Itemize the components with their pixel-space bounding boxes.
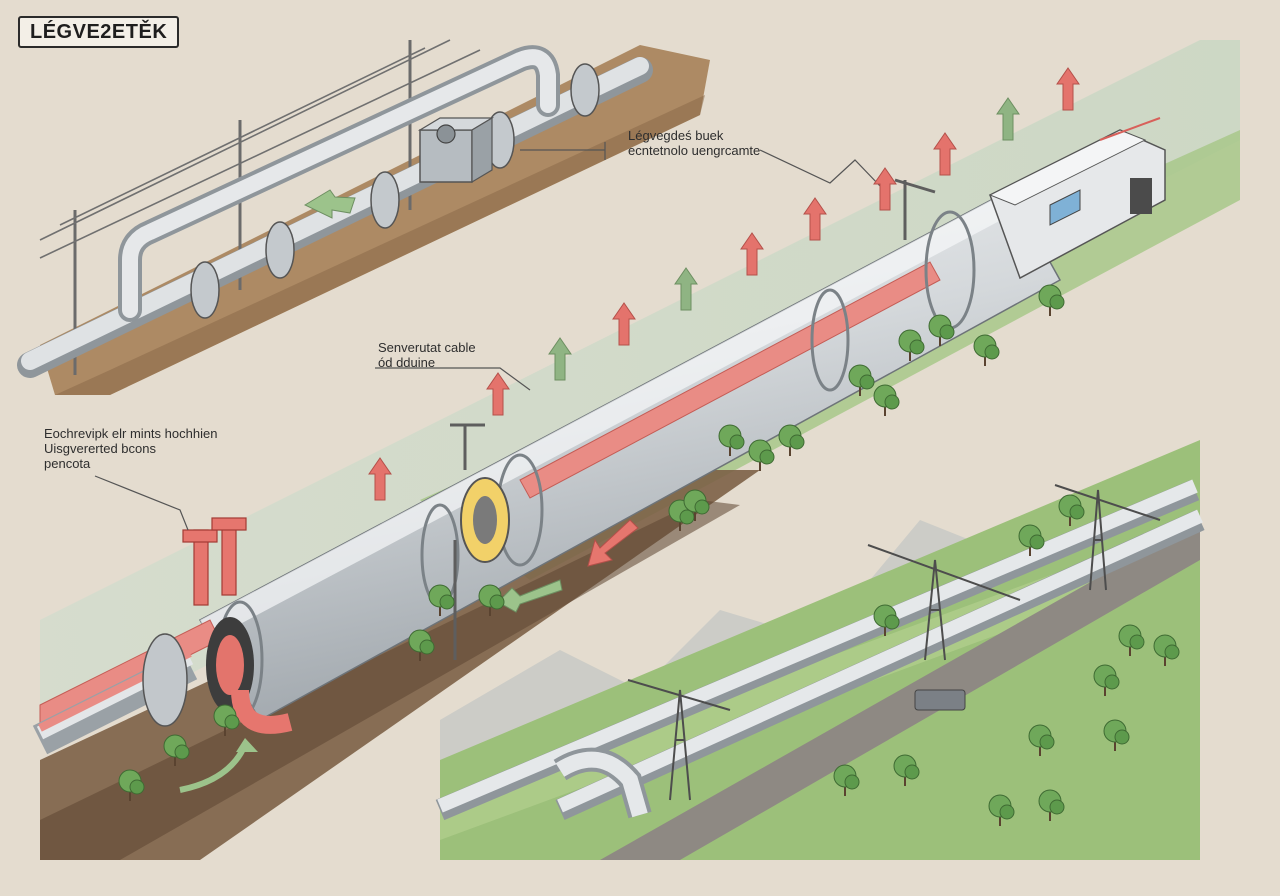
tree-icon [1093, 664, 1120, 696]
tree-icon [1153, 634, 1180, 666]
tree-icon [408, 629, 435, 661]
central-section [32, 40, 1240, 860]
tree-icon [1058, 494, 1085, 526]
thermal-up-arrow-icon [1056, 67, 1080, 111]
tree-icon [428, 584, 455, 616]
tree-icon [748, 439, 775, 471]
heated-core [519, 261, 941, 499]
tree-icon [1103, 719, 1130, 751]
lower-right-section [435, 440, 1205, 860]
tree-icon [1118, 624, 1145, 656]
callout-middle-line-2: ód dduine [378, 355, 436, 370]
tree-icon [988, 794, 1015, 826]
callout-line-top [520, 142, 606, 160]
airflow-arrow-icon [303, 189, 356, 219]
tree-icon [163, 734, 190, 766]
tree-icon [1038, 789, 1065, 821]
thermal-up-arrow-icon [933, 132, 957, 176]
callout-top-right: Légvegdeś buek ecntetnolo uengrcamte [628, 128, 760, 158]
airflow-arrow-icon [996, 97, 1020, 141]
tree-icon [778, 424, 805, 456]
callout-top-right-line-1: Légvegdeś buek [628, 128, 724, 143]
service-vehicle [914, 689, 966, 711]
tree-icon [718, 424, 745, 456]
trees [118, 284, 1180, 826]
tree-icon [848, 364, 875, 396]
callout-line-top-right [759, 149, 881, 187]
airflow-arrow-icon [548, 337, 572, 381]
upper-left-section [17, 39, 710, 395]
vent-stacks [182, 517, 247, 606]
flow-arrow-red [587, 519, 639, 567]
callout-left-line-3: pencota [44, 456, 91, 471]
exhaust-elbow [231, 689, 293, 734]
tree-icon [928, 314, 955, 346]
fence-wires [39, 39, 481, 259]
thermal-up-arrow-icon [873, 167, 897, 211]
callout-top-right-line-2: ecntetnolo uengrcamte [628, 143, 761, 158]
thermal-up-arrow-icon [612, 302, 636, 346]
flow-arrow-green [497, 579, 563, 613]
callout-line-left [94, 475, 189, 531]
tree-icon [1028, 724, 1055, 756]
tree-icon [873, 604, 900, 636]
tree-icon [973, 334, 1000, 366]
tunnel-supports [453, 180, 907, 660]
tree-icon [213, 704, 240, 736]
thermal-arrows [368, 67, 1080, 501]
tree-icon [118, 769, 145, 801]
thermal-up-arrow-icon [740, 232, 764, 276]
tree-icon [893, 754, 920, 786]
thermal-up-arrow-icon [368, 457, 392, 501]
tree-icon [1038, 284, 1065, 316]
callout-middle: Senverutat cable ód dduine [378, 340, 476, 370]
main-tunnel-pipe [39, 188, 1062, 731]
gravel-road [600, 520, 1200, 860]
callout-left-line-1: Eochrevipk elr mints hochhien [44, 426, 218, 441]
valve-icon [190, 63, 600, 319]
callout-middle-line-1: Senverutat cable [378, 340, 476, 355]
terminal-building [988, 117, 1166, 280]
tree-icon [683, 489, 710, 521]
tree-icon [873, 384, 900, 416]
callout-left-line-2: Uisgvererted bcons [44, 441, 156, 456]
tree-icon [1018, 524, 1045, 556]
airflow-arrow-icon [674, 267, 698, 311]
pylon-icon [627, 484, 1161, 801]
tree-icon [898, 329, 925, 361]
thermal-up-arrow-icon [486, 372, 510, 416]
thermal-up-arrow-icon [803, 197, 827, 241]
callout-left: Eochrevipk elr mints hochhien Uisgverert… [44, 426, 217, 471]
diagram-title: LÉGVE2ETĚK [18, 16, 180, 48]
tree-icon [833, 764, 860, 796]
callout-line-middle [375, 367, 531, 391]
tree-icon [478, 584, 505, 616]
